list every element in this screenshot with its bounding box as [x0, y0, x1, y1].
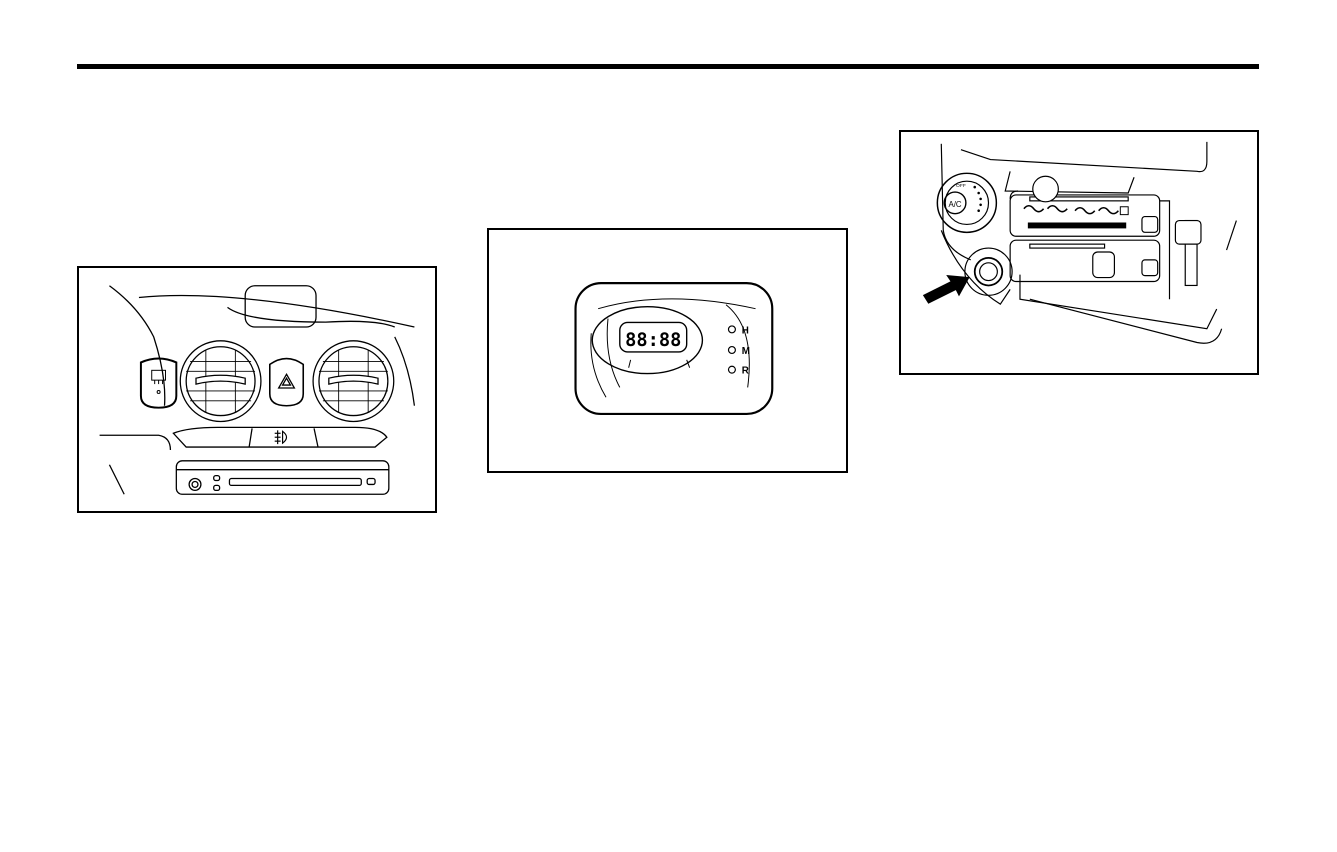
minute-button-label: M: [742, 346, 750, 357]
hour-button-label: H: [742, 325, 749, 336]
clock-figure: 88:88 H M R: [487, 228, 848, 473]
hvac-figure: A/C OFF: [899, 130, 1259, 375]
dashboard-figure: [77, 266, 437, 513]
header-rule: [77, 64, 1259, 69]
hazard-triangle-icon: [279, 374, 295, 388]
fog-light-icon: [275, 430, 287, 444]
hvac-illustration: A/C OFF: [901, 132, 1257, 373]
off-label: OFF: [956, 183, 966, 189]
air-mode-icons: [1024, 206, 1128, 229]
reset-button-label: R: [742, 366, 749, 377]
ac-label: A/C: [949, 200, 962, 209]
arrow-icon: [924, 276, 969, 304]
clock-display: 88:88: [625, 330, 681, 351]
dashboard-illustration: [79, 268, 435, 511]
clock-illustration: 88:88 H M R: [489, 230, 846, 471]
